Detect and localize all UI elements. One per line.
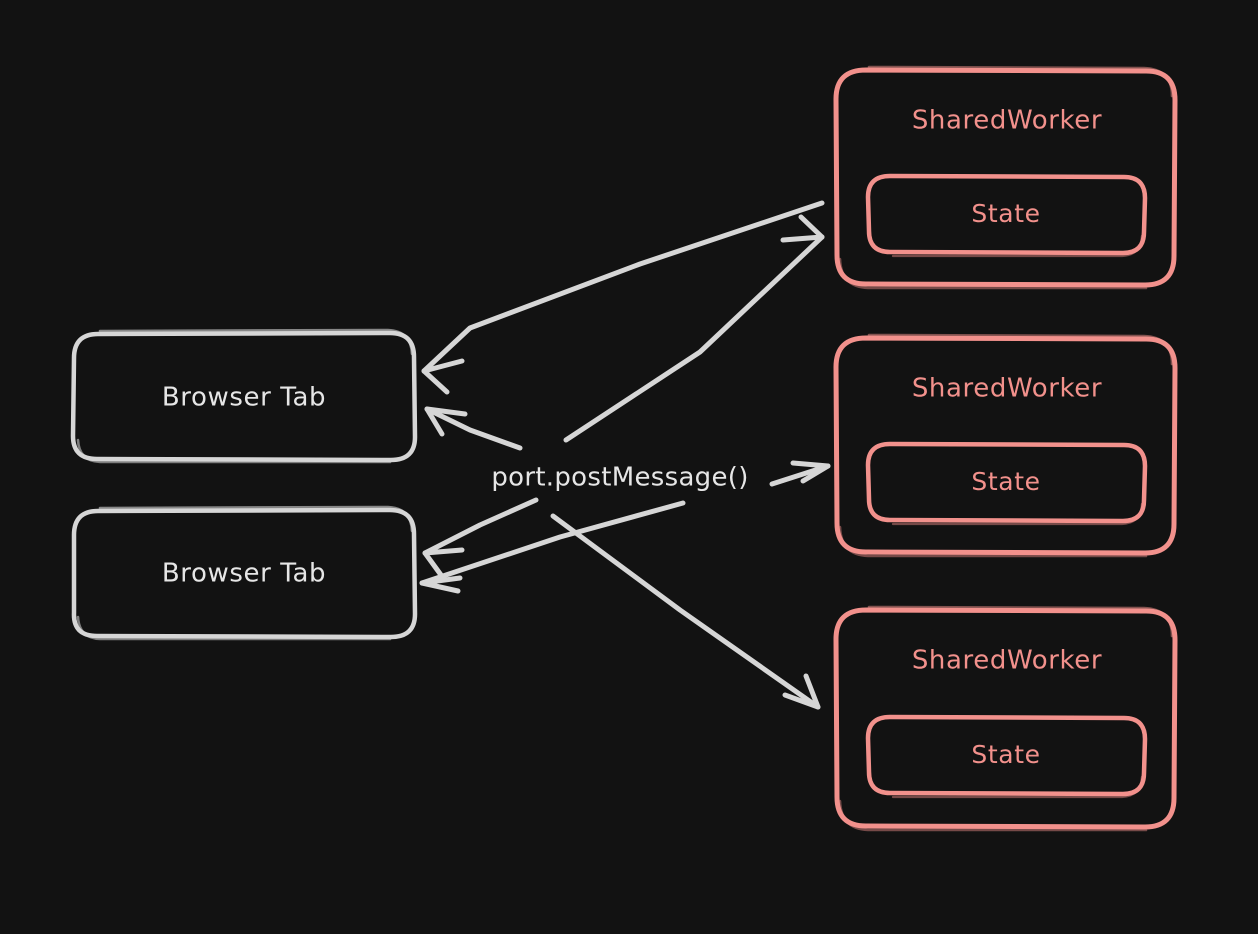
arrow-label-to-tab2 (422, 497, 539, 578)
shared-worker-1-state-box[interactable]: State (865, 173, 1148, 258)
shared-worker-3[interactable]: SharedWorker State (833, 605, 1178, 832)
arrow-tab-to-worker1 (563, 214, 825, 443)
arrow-label-to-worker3 (550, 513, 821, 710)
edge-label-backdrop (472, 458, 768, 496)
connection-arrows (419, 200, 831, 710)
shared-worker-2-state-label: State (971, 467, 1040, 496)
shared-worker-1-state-label: State (971, 199, 1040, 228)
edge-label-group: port.postMessage() (472, 458, 768, 496)
shared-worker-3-state-box[interactable]: State (865, 714, 1148, 799)
shared-worker-2-state-box[interactable]: State (865, 441, 1148, 526)
arrow-label-to-worker2 (769, 460, 831, 487)
browser-tab-1[interactable]: Browser Tab (70, 328, 418, 464)
shared-worker-3-label: SharedWorker (912, 646, 1102, 676)
shared-worker-2[interactable]: SharedWorker State (833, 333, 1178, 558)
browser-tab-2[interactable]: Browser Tab (71, 505, 418, 641)
browser-tab-2-label: Browser Tab (162, 559, 326, 589)
shared-worker-1[interactable]: SharedWorker State (833, 65, 1178, 290)
shared-worker-1-label: SharedWorker (912, 106, 1102, 136)
port-postmessage-label: port.postMessage() (491, 463, 748, 493)
arrow-worker1-to-tab1 (421, 200, 825, 395)
arrow-label-to-tab1 (424, 406, 523, 451)
shared-worker-3-state-label: State (971, 740, 1040, 769)
browser-tab-1-label: Browser Tab (162, 383, 326, 413)
arrow-worker3-to-tab2 (419, 500, 686, 594)
shared-worker-2-label: SharedWorker (912, 374, 1102, 404)
